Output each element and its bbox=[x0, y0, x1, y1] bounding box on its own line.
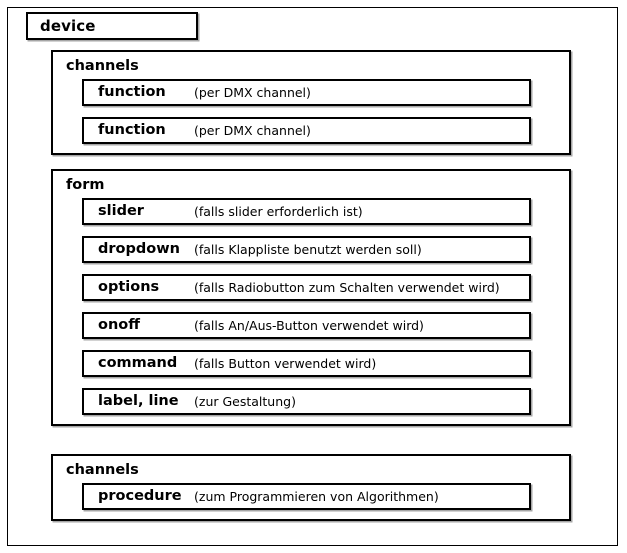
row-name: label, line bbox=[98, 393, 179, 410]
diagram-row: command (falls Button verwendet wird) bbox=[82, 349, 531, 377]
row-description: (falls Klappliste benutzt werden soll) bbox=[194, 241, 422, 257]
section-rows-channels-top: function (per DMX channel) function (per… bbox=[53, 78, 569, 153]
row-description: (falls Radiobutton zum Schalten verwende… bbox=[194, 279, 500, 295]
row-description: (per DMX channel) bbox=[194, 122, 311, 138]
row-description: (zum Programmieren von Algorithmen) bbox=[194, 488, 439, 504]
section-title-form: form bbox=[66, 177, 105, 193]
row-name: options bbox=[98, 279, 160, 296]
row-name: procedure bbox=[98, 488, 182, 505]
diagram-row: onoff (falls An/Aus-Button verwendet wir… bbox=[82, 311, 531, 339]
diagram-row: label, line (zur Gestaltung) bbox=[82, 387, 531, 415]
row-name: dropdown bbox=[98, 241, 180, 258]
row-name: function bbox=[98, 84, 166, 101]
diagram-row: function (per DMX channel) bbox=[82, 116, 531, 144]
diagram-row: function (per DMX channel) bbox=[82, 78, 531, 106]
row-name: slider bbox=[98, 203, 144, 220]
row-name: command bbox=[98, 355, 178, 372]
section-rows-form: slider (falls slider erforderlich ist) d… bbox=[53, 197, 569, 424]
row-description: (zur Gestaltung) bbox=[194, 393, 296, 409]
section-channels-bottom: channels procedure (zum Programmieren vo… bbox=[51, 454, 571, 521]
device-title-box: device bbox=[26, 12, 198, 40]
section-channels-top: channels function (per DMX channel) func… bbox=[51, 50, 571, 155]
row-description: (falls slider erforderlich ist) bbox=[194, 203, 363, 219]
row-description: (per DMX channel) bbox=[194, 84, 311, 100]
row-name: function bbox=[98, 122, 166, 139]
section-rows-channels-bottom: procedure (zum Programmieren von Algorit… bbox=[53, 482, 569, 519]
row-name: onoff bbox=[98, 317, 140, 334]
diagram-row: slider (falls slider erforderlich ist) bbox=[82, 197, 531, 225]
diagram-row: options (falls Radiobutton zum Schalten … bbox=[82, 273, 531, 301]
row-description: (falls Button verwendet wird) bbox=[194, 355, 377, 371]
section-title-channels-top: channels bbox=[66, 58, 139, 74]
row-description: (falls An/Aus-Button verwendet wird) bbox=[194, 317, 424, 333]
device-title-label: device bbox=[40, 17, 96, 35]
diagram-row: dropdown (falls Klappliste benutzt werde… bbox=[82, 235, 531, 263]
diagram-row: procedure (zum Programmieren von Algorit… bbox=[82, 482, 531, 510]
section-form: form slider (falls slider erforderlich i… bbox=[51, 169, 571, 426]
section-title-channels-bottom: channels bbox=[66, 462, 139, 478]
